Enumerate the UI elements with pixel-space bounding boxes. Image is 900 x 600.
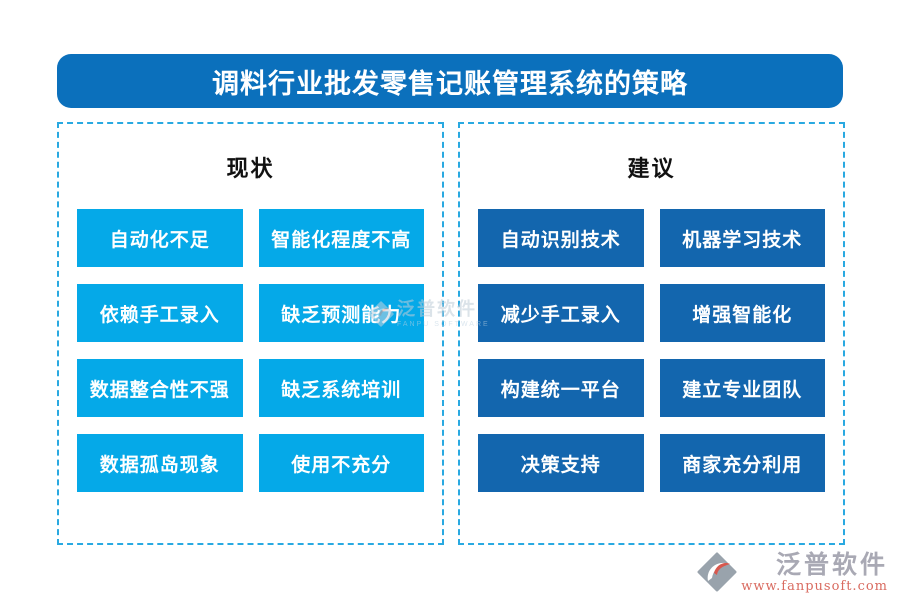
title-bar: 调料行业批发零售记账管理系统的策略 [57, 54, 843, 108]
suggestion-block: 构建统一平台 [478, 359, 644, 417]
panel-current-status: 现状 自动化不足 智能化程度不高 依赖手工录入 缺乏预测能力 数据整合性不强 缺… [57, 122, 444, 545]
status-block: 数据孤岛现象 [77, 434, 243, 492]
suggestion-block: 建立专业团队 [659, 359, 825, 417]
suggestion-block: 减少手工录入 [478, 284, 644, 342]
status-block: 缺乏系统培训 [258, 359, 424, 417]
footer-logo: 泛普软件 www.fanpusoft.com [697, 552, 888, 593]
page-title: 调料行业批发零售记账管理系统的策略 [212, 68, 688, 99]
suggestion-block: 机器学习技术 [659, 209, 825, 267]
status-block: 自动化不足 [77, 209, 243, 267]
fanpu-logo-icon [697, 552, 737, 592]
panel-suggestions-heading: 建议 [627, 156, 676, 181]
suggestions-grid: 自动识别技术 机器学习技术 减少手工录入 增强智能化 构建统一平台 建立专业团队… [460, 183, 843, 492]
status-block: 缺乏预测能力 [258, 284, 424, 342]
suggestion-block: 增强智能化 [659, 284, 825, 342]
status-block: 智能化程度不高 [258, 209, 424, 267]
status-block: 使用不充分 [258, 434, 424, 492]
suggestion-block: 自动识别技术 [478, 209, 644, 267]
suggestion-block: 商家充分利用 [659, 434, 825, 492]
status-block: 数据整合性不强 [77, 359, 243, 417]
current-status-grid: 自动化不足 智能化程度不高 依赖手工录入 缺乏预测能力 数据整合性不强 缺乏系统… [59, 183, 442, 492]
suggestion-block: 决策支持 [478, 434, 644, 492]
footer-url: www.fanpusoft.com [741, 579, 888, 594]
panel-current-status-heading: 现状 [226, 156, 275, 181]
footer-brand: 泛普软件 [775, 550, 888, 579]
panel-suggestions: 建议 自动识别技术 机器学习技术 减少手工录入 增强智能化 构建统一平台 建立专… [458, 122, 845, 545]
status-block: 依赖手工录入 [77, 284, 243, 342]
